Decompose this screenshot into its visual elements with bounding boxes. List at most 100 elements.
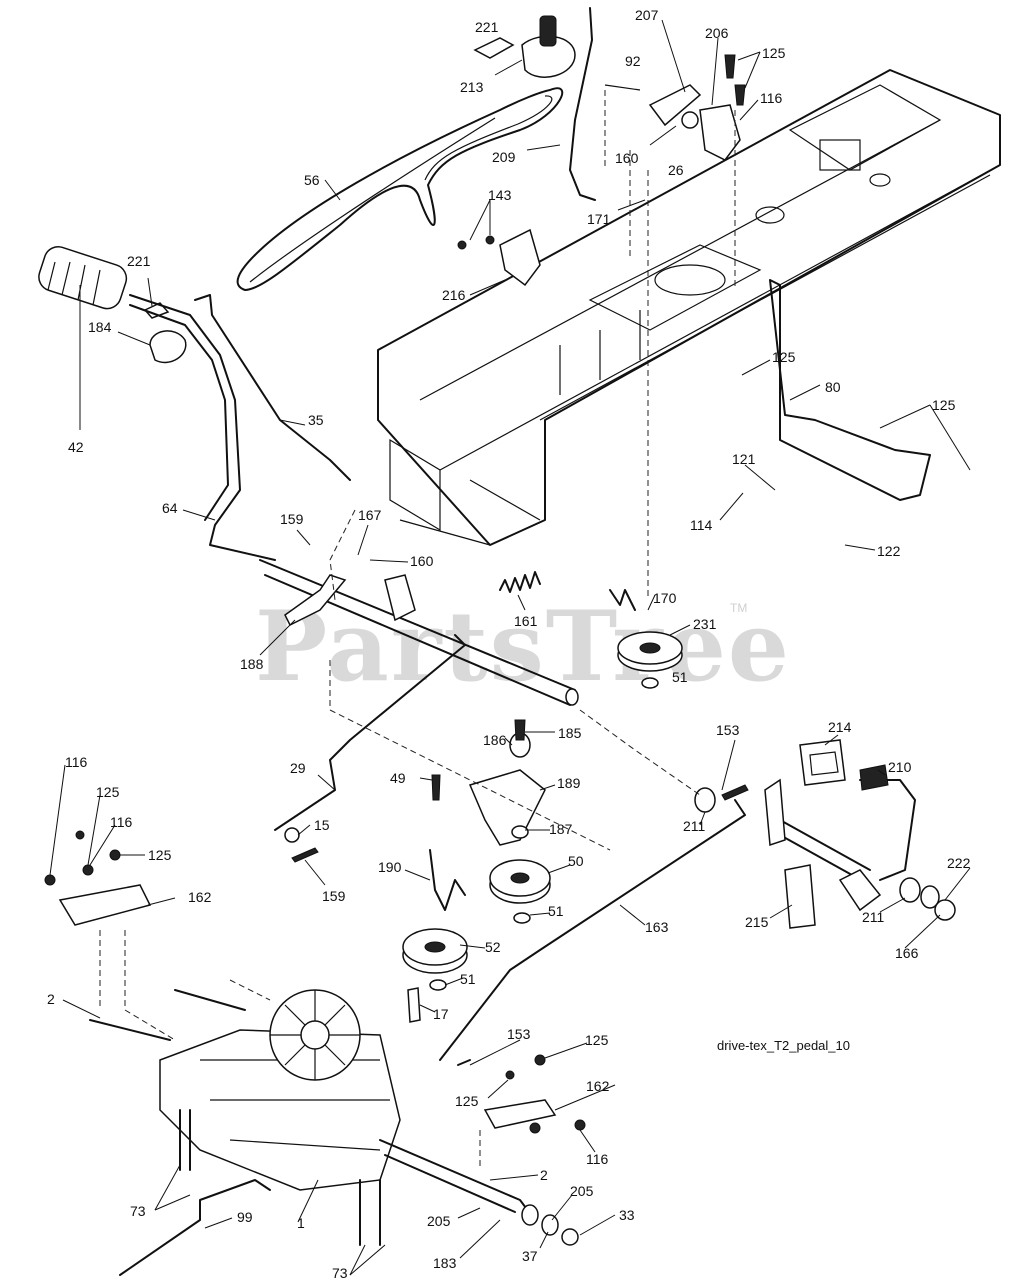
callout-125: 125: [96, 784, 120, 800]
callout-184: 184: [88, 319, 112, 335]
callout-125: 125: [455, 1093, 479, 1109]
callout-labels: 221 213 207 206 125 92 116 160 26 209 56…: [47, 7, 971, 1280]
callout-186: 186: [483, 732, 507, 748]
callout-221: 221: [475, 19, 499, 35]
callout-221: 221: [127, 253, 151, 269]
callout-33: 33: [619, 1207, 635, 1223]
callout-42: 42: [68, 439, 84, 455]
callout-207: 207: [635, 7, 659, 23]
callout-216: 216: [442, 287, 466, 303]
pedal-assembly: [694, 739, 956, 929]
diagram-caption: drive-tex_T2_pedal_10: [717, 1038, 850, 1053]
trademark-mark: TM: [730, 601, 747, 615]
callout-162: 162: [586, 1078, 610, 1094]
callout-26: 26: [668, 162, 684, 178]
callout-15: 15: [314, 817, 330, 833]
callout-153: 153: [507, 1026, 531, 1042]
rod-163: [439, 799, 746, 1061]
idler-bracket-189: [431, 719, 546, 846]
callout-51: 51: [672, 669, 688, 685]
rod-99: [119, 1179, 271, 1276]
callout-170: 170: [653, 590, 677, 606]
callout-121: 121: [732, 451, 756, 467]
callout-167: 167: [358, 507, 382, 523]
callout-206: 206: [705, 25, 729, 41]
callout-99: 99: [237, 1209, 253, 1225]
callout-185: 185: [558, 725, 582, 741]
pulley-50: [489, 859, 551, 924]
callout-125: 125: [585, 1032, 609, 1048]
callout-187: 187: [549, 821, 573, 837]
callout-125: 125: [762, 45, 786, 61]
callout-1: 1: [297, 1215, 305, 1231]
callout-56: 56: [304, 172, 320, 188]
callout-80: 80: [825, 379, 841, 395]
callout-37: 37: [522, 1248, 538, 1264]
callout-161: 161: [514, 613, 538, 629]
lever-209: [569, 7, 596, 201]
callout-51: 51: [460, 971, 476, 987]
callout-205: 205: [427, 1213, 451, 1229]
callout-51: 51: [548, 903, 564, 919]
callout-125: 125: [772, 349, 796, 365]
callout-50: 50: [568, 853, 584, 869]
key-17: [407, 987, 421, 1023]
callout-222: 222: [947, 855, 971, 871]
callout-73: 73: [130, 1203, 146, 1219]
callout-214: 214: [828, 719, 852, 735]
bracket-162-right: [457, 1054, 586, 1134]
watermark-text: PartsTree: [255, 590, 791, 703]
clip-221-left: [143, 302, 170, 319]
pulley-52: [402, 928, 468, 991]
callout-116: 116: [65, 754, 88, 770]
callout-231: 231: [693, 616, 717, 632]
pulley-231: [609, 589, 683, 689]
callout-211: 211: [683, 818, 706, 834]
leader-lines: [49, 19, 971, 1276]
callout-160: 160: [410, 553, 434, 569]
spring-161: [499, 571, 541, 593]
callout-183: 183: [433, 1255, 457, 1271]
callout-29: 29: [290, 760, 306, 776]
callout-73: 73: [332, 1265, 348, 1280]
callout-205: 205: [570, 1183, 594, 1199]
callout-35: 35: [308, 412, 324, 428]
bracket-162-left: [44, 830, 152, 926]
callout-166: 166: [895, 945, 919, 961]
callout-122: 122: [877, 543, 901, 559]
callout-17: 17: [433, 1006, 449, 1022]
callout-114: 114: [690, 517, 713, 533]
callout-171: 171: [587, 211, 611, 227]
callout-215: 215: [745, 914, 769, 930]
transaxle-1: [89, 989, 579, 1246]
knob-184: [149, 330, 187, 364]
callout-143: 143: [488, 187, 512, 203]
callout-213: 213: [460, 79, 484, 95]
bracket-216: [499, 228, 541, 287]
rod-35: [194, 294, 351, 481]
callout-211: 211: [862, 909, 885, 925]
callout-116: 116: [760, 90, 783, 106]
callout-49: 49: [390, 770, 406, 786]
callout-52: 52: [485, 939, 501, 955]
bracket-207-206: [604, 54, 746, 161]
callout-209: 209: [492, 149, 516, 165]
callout-92: 92: [625, 53, 641, 69]
callout-159: 159: [322, 888, 346, 904]
chassis-frame: [377, 69, 1001, 546]
callout-159: 159: [280, 511, 304, 527]
clip-221-top: [473, 37, 515, 59]
callout-116: 116: [586, 1151, 609, 1167]
lever-64: [129, 294, 276, 561]
callout-189: 189: [557, 775, 581, 791]
bracket-80: [769, 279, 931, 501]
callout-160: 160: [615, 150, 639, 166]
grip-42: [38, 246, 128, 310]
callout-188: 188: [240, 656, 264, 672]
callout-64: 64: [162, 500, 178, 516]
callout-125: 125: [148, 847, 172, 863]
callout-2: 2: [47, 991, 55, 1007]
callout-210: 210: [888, 759, 912, 775]
spring-190: [429, 849, 466, 911]
